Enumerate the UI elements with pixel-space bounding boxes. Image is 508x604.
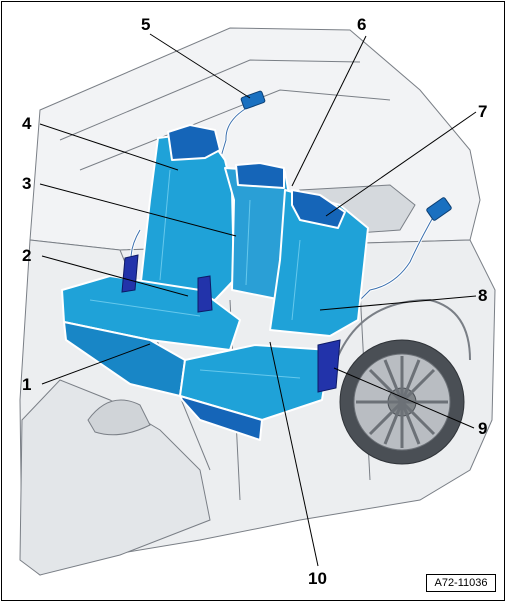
callout-8: 8 — [478, 286, 488, 305]
seat-brackets — [121, 254, 341, 393]
callout-7: 7 — [478, 102, 488, 121]
callout-6: 6 — [357, 15, 367, 34]
seat-cushion-right-front — [179, 395, 263, 441]
headrest-middle — [235, 162, 285, 189]
leader-2 — [41, 255, 189, 297]
leader-lines — [39, 33, 477, 567]
callout-5: 5 — [141, 15, 151, 34]
control-unit-5 — [240, 90, 266, 110]
callout-10: 10 — [308, 569, 327, 588]
headrest-left — [167, 124, 221, 161]
leader-7 — [325, 111, 477, 217]
car-mirror — [87, 399, 151, 436]
leader-4 — [39, 123, 179, 171]
callout-4: 4 — [22, 114, 32, 133]
car-hood — [19, 379, 211, 576]
leader-9 — [333, 367, 475, 429]
leader-5 — [149, 33, 251, 99]
leader-6 — [291, 35, 367, 187]
car-roof-rail — [59, 59, 361, 141]
bracket-9 — [317, 339, 341, 393]
car-roof-rail-2 — [79, 89, 391, 171]
leader-1 — [41, 343, 151, 385]
callout-9: 9 — [478, 419, 488, 438]
leader-3 — [39, 183, 237, 237]
reference-code: A72-11036 — [426, 574, 496, 592]
car-body — [19, 27, 496, 576]
rear-seat-assembly — [61, 124, 369, 441]
callout-2: 2 — [22, 246, 32, 265]
leader-10 — [269, 341, 319, 567]
leader-8 — [319, 295, 477, 311]
bracket-2 — [197, 275, 213, 313]
headrest-right — [291, 189, 346, 229]
callout-1: 1 — [22, 375, 32, 394]
bracket-left-rear — [121, 254, 139, 293]
callout-3: 3 — [22, 174, 32, 193]
control-unit-right — [426, 197, 452, 221]
